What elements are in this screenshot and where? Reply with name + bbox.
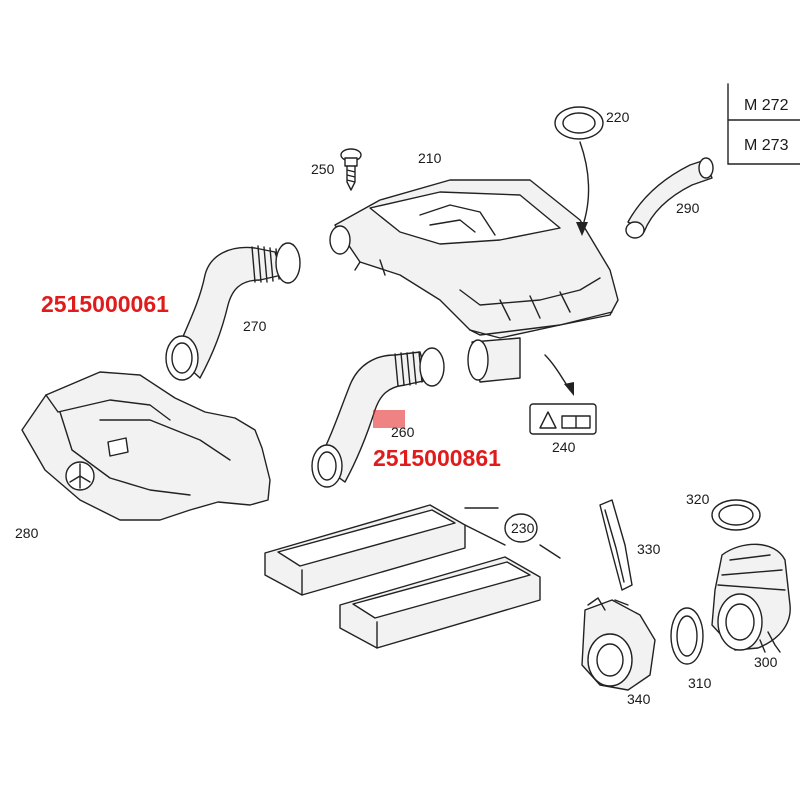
label-330: 330: [637, 541, 661, 557]
part-labels: 210 220 230 240 250 260 270 280 290 300 …: [15, 109, 778, 707]
breather-hose-290: [625, 157, 714, 239]
ring-320: [711, 499, 761, 531]
label-230: 230: [511, 520, 535, 536]
filter-element-230: [264, 504, 561, 649]
label-290: 290: [676, 200, 700, 216]
label-300: 300: [754, 654, 778, 670]
table-row-m273: M 273: [744, 137, 789, 154]
label-250: 250: [311, 161, 335, 177]
label-320: 320: [686, 491, 710, 507]
gasket-330: [599, 499, 633, 591]
label-240: 240: [552, 439, 576, 455]
label-310: 310: [688, 675, 712, 691]
intake-hose-270: [165, 242, 301, 381]
label-270: 270: [243, 318, 267, 334]
part-number-hose-270: 2515000061: [41, 291, 169, 317]
engine-cover-280: [21, 371, 271, 521]
screw-250: [340, 148, 362, 191]
air-flow-sensor-340: [581, 597, 656, 691]
label-220: 220: [606, 109, 630, 125]
intake-adapter-300: [711, 543, 791, 653]
label-340: 340: [627, 691, 651, 707]
warning-label-240: [529, 403, 597, 435]
model-table: M 272 M 273: [727, 83, 800, 165]
label-260: 260: [391, 424, 415, 440]
intake-hose-260: [311, 347, 445, 488]
table-row-m272: M 272: [744, 97, 789, 114]
ring-310: [670, 607, 704, 665]
sealing-ring-220: [554, 106, 604, 236]
highlight-marker: [373, 410, 405, 428]
part-number-hose-260: 2515000861: [373, 445, 501, 471]
label-280: 280: [15, 525, 39, 541]
label-210: 210: [418, 150, 442, 166]
air-filter-housing-210: [329, 179, 619, 396]
